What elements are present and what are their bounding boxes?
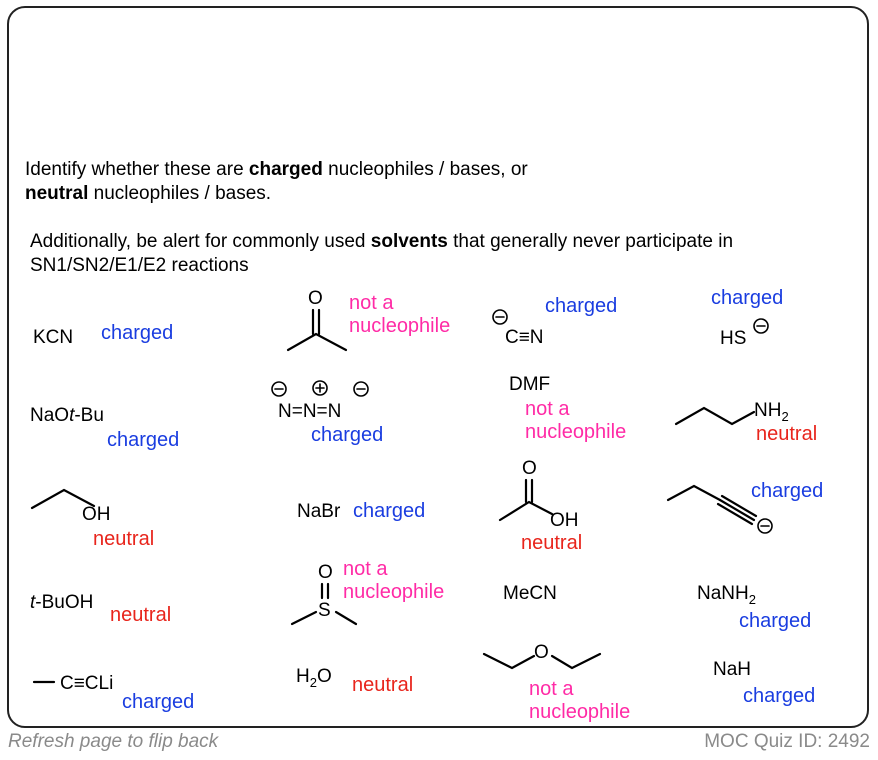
diethyl-ether-structure: O: [482, 642, 602, 670]
acetone-skeleton: [286, 332, 348, 352]
label-dmso: not a nucleophile: [343, 558, 445, 603]
label-hydrosulfide: charged: [711, 287, 784, 309]
quiz-id: MOC Quiz ID: 2492: [704, 731, 870, 752]
azide-text: N=N=N: [278, 401, 341, 422]
compound-tbuoh: t-BuOH: [30, 592, 94, 613]
minus-charge-icon: [757, 518, 773, 534]
acetic-acid-structure: O OH: [498, 458, 579, 531]
butyne-triple-2: [720, 494, 758, 518]
propynyl-text: C≡CLi: [60, 673, 113, 694]
propylamine-bonds: [674, 406, 756, 426]
propynyllithium-structure: C≡CLi: [32, 673, 113, 694]
azide-structure: N=N=N: [271, 380, 369, 422]
acetic-o-text: O: [522, 458, 537, 479]
dmso-right-methyl: [334, 610, 358, 626]
butyne-triple-3: [716, 502, 754, 526]
propylamine-structure: NH2: [674, 400, 789, 426]
label-sodium-amide: charged: [739, 610, 812, 632]
acetone-o-text: O: [308, 288, 323, 309]
compound-nabr: NaBr: [297, 501, 341, 522]
quiz-card[interactable]: [7, 6, 869, 728]
ether-right-bonds: [550, 652, 602, 670]
dmso-o-text: O: [318, 562, 333, 583]
acetic-oh-text: OH: [550, 510, 579, 531]
hs-text: HS: [720, 328, 746, 349]
label-acetic-acid: neutral: [521, 532, 583, 554]
refresh-hint: Refresh page to flip back: [8, 731, 219, 752]
compound-sodium-amide: NaNH2: [697, 583, 756, 607]
instruction-line-2: neutral nucleophiles / bases.: [25, 183, 272, 204]
label-kcn: charged: [101, 322, 174, 344]
label-diethyl-ether: not a nucleophile: [529, 678, 631, 723]
compound-kcn: KCN: [33, 327, 74, 348]
compound-water: H2O: [296, 666, 332, 690]
cyanide-text: C≡N: [505, 327, 544, 348]
plus-charge-icon: [312, 380, 328, 396]
cyanide-structure: C≡N: [492, 309, 544, 348]
compound-sodium-hydride: NaH: [713, 659, 752, 680]
ether-o-text: O: [534, 642, 549, 663]
label-tbuoh: neutral: [110, 604, 172, 626]
instruction-line-4: SN1/SN2/E1/E2 reactions: [30, 255, 249, 276]
dmso-s-text: S: [318, 600, 331, 621]
propylamine-nh-text: NH2: [754, 400, 789, 424]
compound-dmf: DMF: [509, 374, 551, 395]
acetic-skeleton: [498, 500, 554, 522]
label-azide: charged: [311, 424, 384, 446]
acetone-structure: O: [286, 288, 348, 352]
label-acetone: not a nucleophile: [349, 292, 451, 337]
compound-mecn: MeCN: [503, 583, 557, 604]
ethanol-structure: OH: [30, 488, 111, 525]
label-dmf: not a nucleophile: [525, 398, 627, 443]
label-propylamine: neutral: [756, 423, 818, 445]
instruction-line-1: Identify whether these are charged nucle…: [25, 159, 528, 180]
label-sodium-hydride: charged: [743, 685, 816, 707]
label-butyne-anion: charged: [751, 480, 824, 502]
minus-charge-icon: [353, 381, 369, 397]
ethanol-bonds: [30, 488, 96, 510]
butyne-anion-structure: [666, 484, 773, 534]
label-naotbu: charged: [107, 429, 180, 451]
butyne-triple-1: [718, 498, 756, 522]
minus-charge-icon: [753, 318, 769, 334]
instruction-line-3: Additionally, be alert for commonly used…: [30, 231, 734, 252]
ether-left-bonds: [482, 652, 536, 670]
label-propynyllithium: charged: [122, 691, 195, 713]
label-nabr: charged: [353, 500, 426, 522]
hydrosulfide-structure: HS: [720, 318, 769, 349]
label-water: neutral: [352, 674, 414, 696]
minus-charge-icon: [492, 309, 508, 325]
label-ethanol: neutral: [93, 528, 155, 550]
minus-charge-icon: [271, 381, 287, 397]
dmso-structure: O S: [290, 562, 358, 626]
compound-naotbu: NaOt-Bu: [30, 405, 104, 426]
ethanol-oh-text: OH: [82, 504, 111, 525]
butyne-alkyl-bonds: [666, 484, 722, 502]
dmso-left-methyl: [290, 610, 318, 626]
label-cyanide: charged: [545, 295, 618, 317]
